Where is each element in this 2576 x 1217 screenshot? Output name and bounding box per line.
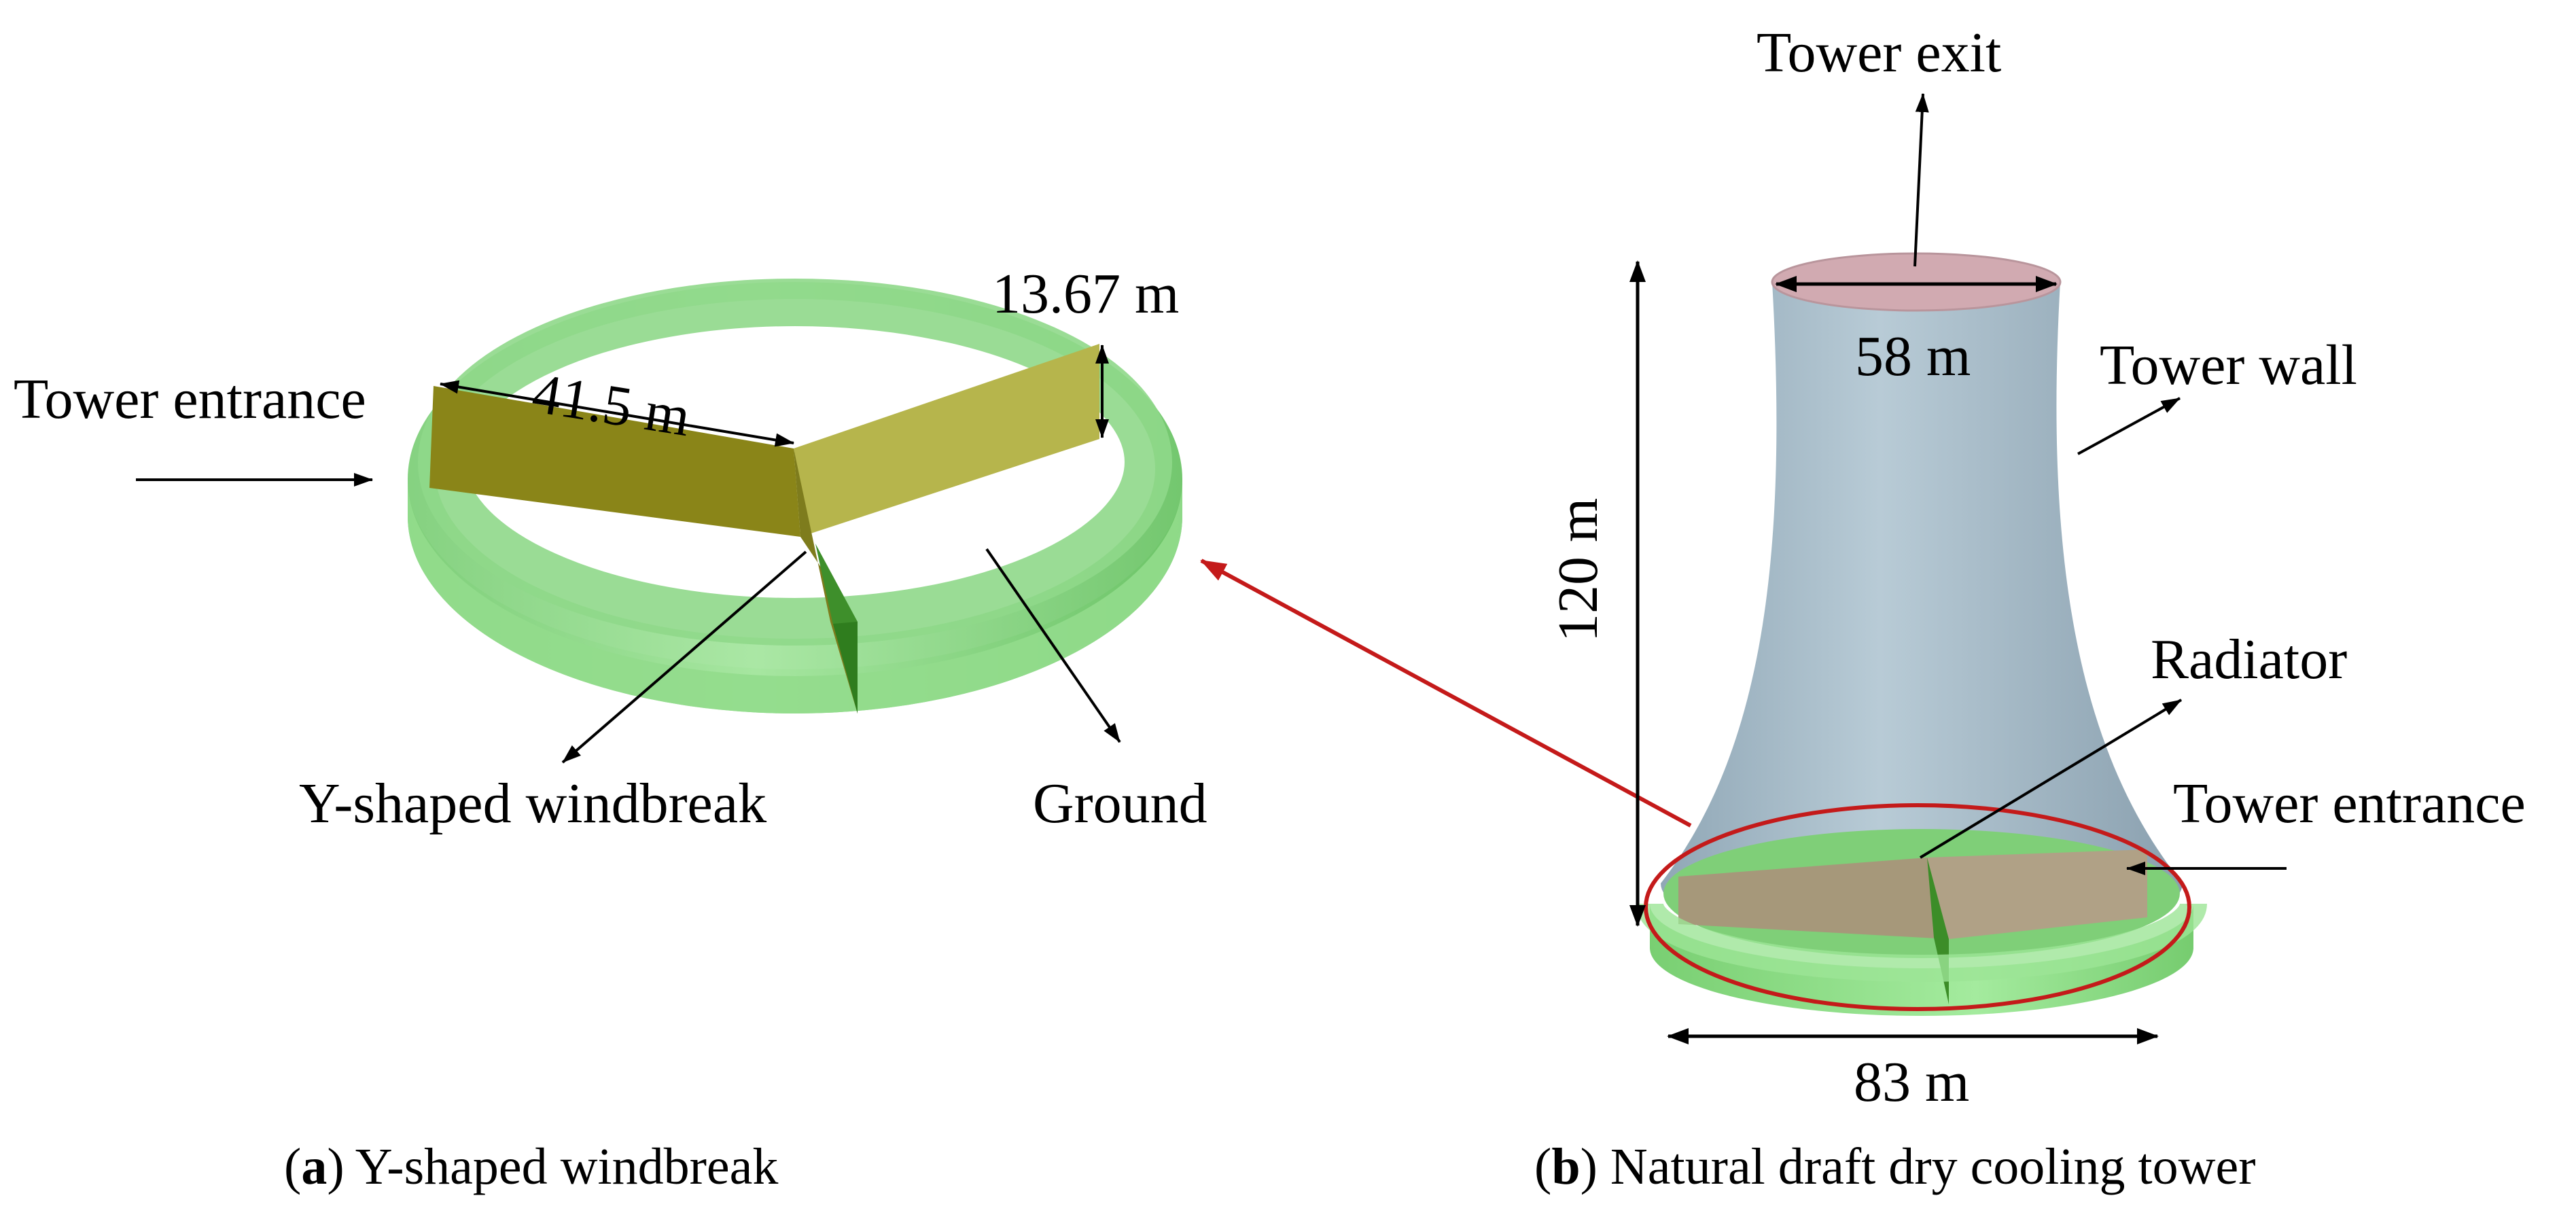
ground-pointer-arrow xyxy=(985,548,1121,743)
top-diameter-label: 58 m xyxy=(1855,325,1971,388)
caption-b-open: ( xyxy=(1534,1138,1551,1195)
height-label: 13.67 m xyxy=(992,262,1179,325)
caption-a-close: ) xyxy=(327,1138,344,1195)
tower-entrance-b-label: Tower entrance xyxy=(2173,772,2526,835)
windbreak-pointer-arrow xyxy=(561,550,807,764)
radiator-windbreak-right xyxy=(1927,849,2147,939)
radiator-windbreak-left xyxy=(1678,858,1949,939)
highlight-ellipse xyxy=(1644,803,2191,1011)
tower-shell xyxy=(1661,282,2183,948)
caption-a-open: ( xyxy=(284,1138,301,1195)
caption-a-letter: a xyxy=(301,1138,327,1195)
link-arrow xyxy=(1200,559,1692,828)
caption-b-text: Natural draft dry cooling tower xyxy=(1598,1138,2256,1195)
base-diameter-label: 83 m xyxy=(1854,1051,1969,1114)
tower-wall-arrow xyxy=(2077,397,2181,455)
caption-b-close: ) xyxy=(1581,1138,1598,1195)
tower-exit-label: Tower exit xyxy=(1757,21,2001,84)
radiator-label: Radiator xyxy=(2151,628,2347,691)
panel-b: Tower exit 58 m Tower wall 120 m Radiato… xyxy=(1534,21,2526,1195)
windbreak-label: Y-shaped windbreak xyxy=(299,772,766,835)
radiator-arrow xyxy=(1919,699,2183,859)
tower-exit-arrow xyxy=(1913,93,1929,267)
tower-wall-label: Tower wall xyxy=(2100,334,2357,397)
tower-entrance-label: Tower entrance xyxy=(14,368,366,431)
caption-a-text: Y-shaped windbreak xyxy=(345,1138,779,1195)
caption-a: (a) Y-shaped windbreak xyxy=(284,1138,778,1195)
ground-label: Ground xyxy=(1033,772,1207,835)
caption-b: (b) Natural draft dry cooling tower xyxy=(1534,1138,2256,1195)
tower-height-label: 120 m xyxy=(1547,498,1610,642)
length-dimension-arrow xyxy=(440,380,794,447)
base-ground-ring xyxy=(1650,904,2193,1016)
windbreak-arm-right xyxy=(794,344,1099,537)
panel-a: 41.5 m 13.67 m Tower entrance Y-shaped w… xyxy=(14,262,1207,1195)
caption-b-letter: b xyxy=(1551,1138,1580,1195)
